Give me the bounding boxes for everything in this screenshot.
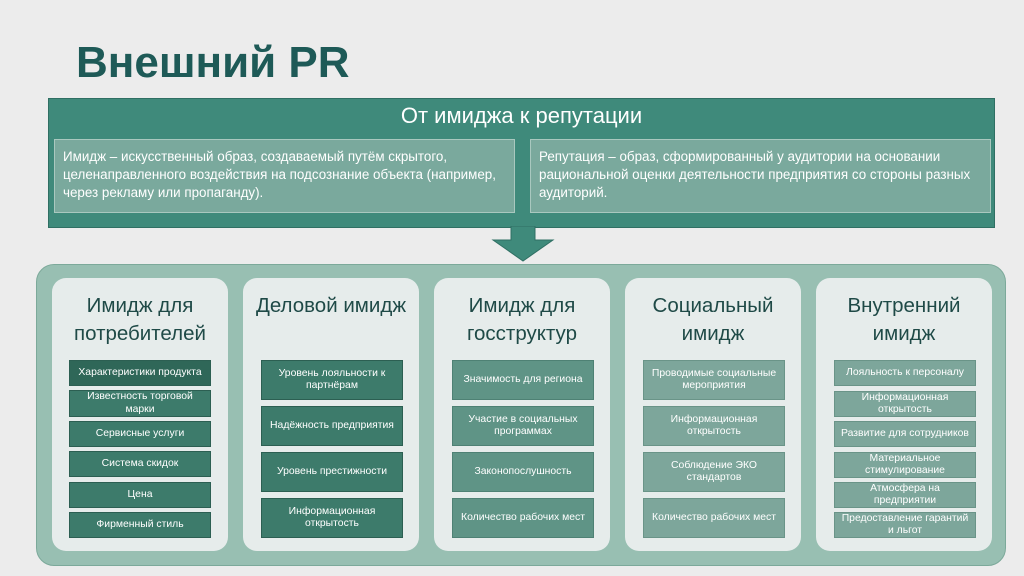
column-item: Система скидок (69, 451, 211, 477)
column-item: Материальное стимулирование (834, 452, 976, 478)
column-item: Известность торговой марки (69, 390, 211, 417)
column-item: Развитие для сотрудников (834, 421, 976, 447)
slide-title: Внешний PR (76, 38, 350, 87)
column-item: Уровень престижности (261, 452, 403, 492)
column-item: Предоставление гарантий и льгот (834, 512, 976, 538)
column-internal-image: Внутренний имидж Лояльность к персоналу … (816, 278, 992, 551)
image-to-reputation-box: От имиджа к репутации Имидж – искусствен… (48, 98, 995, 228)
column-item: Значимость для региона (452, 360, 594, 400)
column-item: Информационная открытость (643, 406, 785, 446)
column-item: Информационная открытость (834, 391, 976, 417)
column-item: Цена (69, 482, 211, 508)
column-consumer-image: Имидж для потребителей Характеристики пр… (52, 278, 228, 551)
column-item: Законопослушность (452, 452, 594, 492)
column-title: Имидж для потребителей (74, 294, 206, 345)
column-item: Характеристики продукта (69, 360, 211, 386)
image-definition-card: Имидж – искусственный образ, создаваемый… (54, 139, 515, 213)
down-arrow-icon (491, 226, 555, 262)
column-item: Фирменный стиль (69, 512, 211, 538)
column-item: Количество рабочих мест (643, 498, 785, 538)
reputation-definition-card: Репутация – образ, сформированный у ауди… (530, 139, 991, 213)
image-to-reputation-header: От имиджа к репутации (400, 103, 643, 128)
column-title: Деловой имидж (255, 294, 407, 317)
column-item: Информационная открытость (261, 498, 403, 538)
column-item: Уровень лояльности к партнёрам (261, 360, 403, 400)
column-item: Надёжность предприятия (261, 406, 403, 446)
column-item: Количество рабочих мест (452, 498, 594, 538)
column-item: Лояльность к персоналу (834, 360, 976, 386)
column-item: Проводимые социальные мероприятия (643, 360, 785, 400)
column-item: Атмосфера на предприятии (834, 482, 976, 508)
column-item: Участие в социальных программах (452, 406, 594, 446)
column-item: Соблюдение ЭКО стандартов (643, 452, 785, 492)
column-title: Социальный имидж (652, 294, 774, 345)
column-title: Имидж для госструктур (467, 294, 577, 345)
column-business-image: Деловой имидж Уровень лояльности к партн… (243, 278, 419, 551)
column-government-image: Имидж для госструктур Значимость для рег… (434, 278, 610, 551)
column-title: Внутренний имидж (847, 294, 961, 345)
column-item: Сервисные услуги (69, 421, 211, 447)
column-social-image: Социальный имидж Проводимые социальные м… (625, 278, 801, 551)
